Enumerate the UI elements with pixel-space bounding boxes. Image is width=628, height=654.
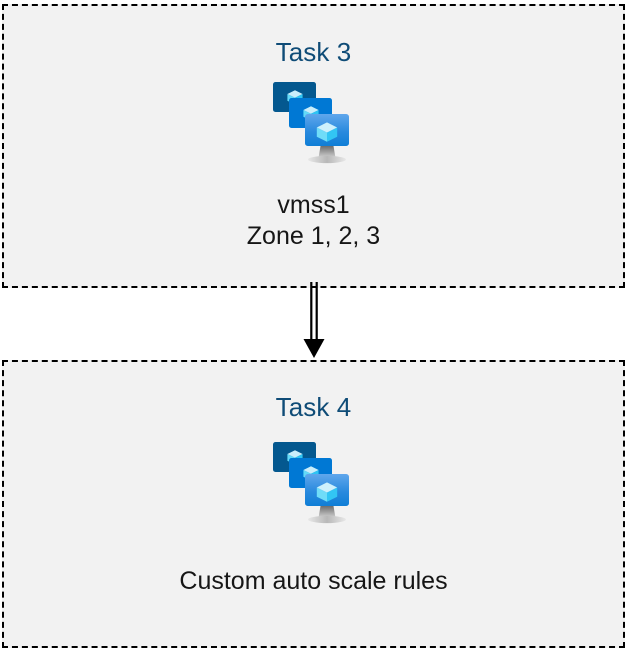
task-box-task-3[interactable]: Task 3 <box>2 4 625 288</box>
task-heading-task-4: Task 4 <box>275 392 352 422</box>
task-box-content: Task 3 <box>4 6 623 286</box>
task-box-task-4[interactable]: Task 4 <box>2 360 625 648</box>
caption-line: vmss1 <box>277 191 350 219</box>
connector-double-line-down-arrow <box>303 282 325 358</box>
task-captions: vmss1 Zone 1, 2, 3 <box>247 190 380 252</box>
caption-line: Zone 1, 2, 3 <box>246 222 381 250</box>
caption-line: Custom auto scale rules <box>179 567 448 595</box>
azure-vm-scale-set-icon <box>262 73 366 177</box>
task-box-content: Task 4 <box>4 362 623 646</box>
task-captions: Custom auto scale rules <box>179 566 447 597</box>
azure-vm-scale-set-icon <box>262 433 366 537</box>
task-heading-task-3: Task 3 <box>275 37 352 67</box>
